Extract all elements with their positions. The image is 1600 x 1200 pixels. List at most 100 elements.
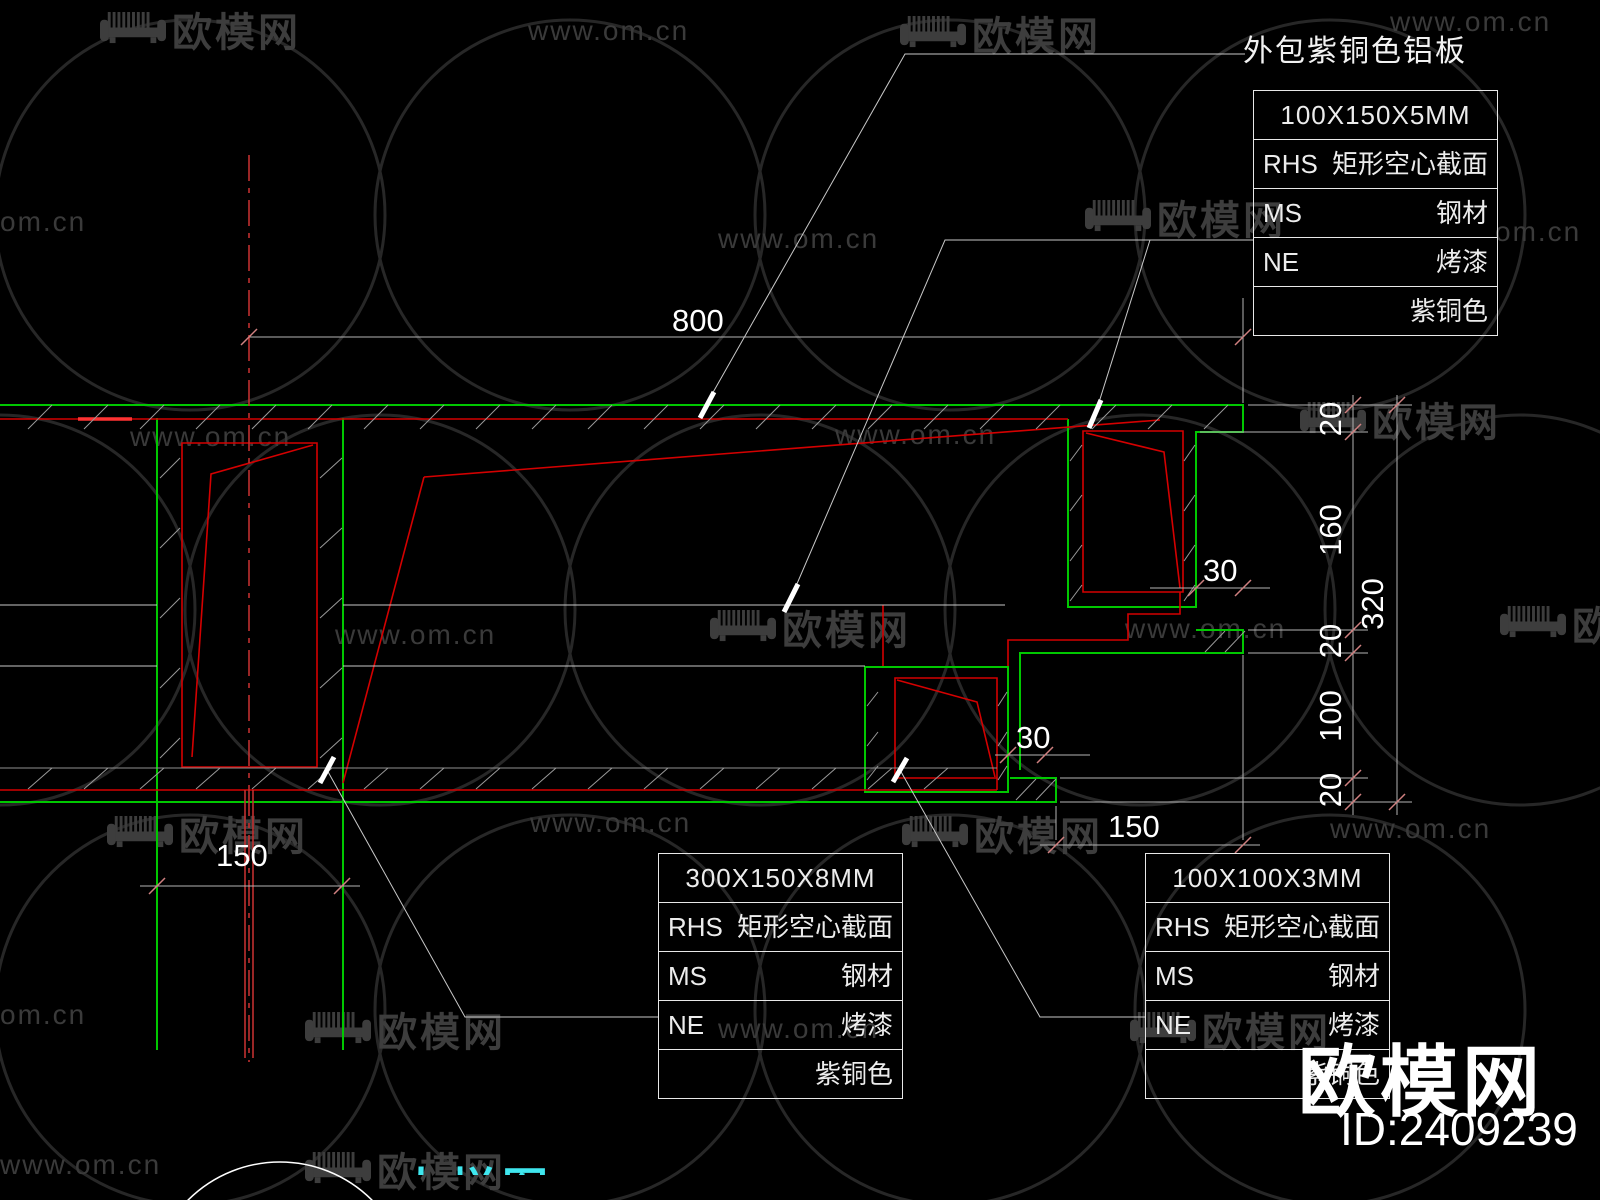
dim-chain-20a: 20 — [1313, 402, 1348, 436]
spec-row-color: 紫铜色 — [659, 1050, 902, 1098]
spec-cell: 矩形空心截面 — [1223, 912, 1380, 942]
watermark-logos: 欧模网欧模网欧模网欧模网欧模网欧模网欧模网欧模网欧模网欧模网欧模网www.om.… — [0, 6, 1600, 1195]
watermark-brand-text: 欧模网 — [377, 1011, 506, 1055]
dim-tick — [1344, 396, 1362, 414]
hatch-tick — [1147, 404, 1173, 430]
dim-total-320: 320 — [1355, 578, 1390, 630]
watermark-brand: 欧模网 — [710, 609, 911, 653]
watermark-brand-text: 欧模网 — [1372, 401, 1501, 445]
hatch-tick — [643, 404, 669, 430]
watermark-brand: 欧模网 — [1085, 199, 1283, 243]
structure-white — [0, 604, 1005, 769]
hatch-tick — [1069, 494, 1083, 512]
hatch-tick — [363, 767, 389, 790]
spec-cell: 钢材 — [1327, 961, 1380, 991]
hatch-tick — [997, 731, 1008, 747]
detail-bubble-arc — [187, 1161, 373, 1200]
watermark-url-text: www.om.cn — [1329, 813, 1491, 844]
dim-800: 800 — [672, 303, 724, 338]
hatch-tick — [755, 767, 781, 790]
spec-row-ne: NE 烤漆 — [659, 1001, 902, 1050]
annotation-label: 外包紫铜色铝板 — [1243, 35, 1467, 68]
hatch-tick — [475, 404, 501, 430]
watermark-url-text: www.om.cn — [529, 807, 691, 838]
hatch-tick — [923, 767, 949, 790]
hatch-tick — [1224, 630, 1246, 653]
drawing-title-text: 大样图 — [398, 1164, 554, 1175]
hatch-tick — [159, 527, 181, 549]
dim-chain-20b: 20 — [1313, 624, 1348, 658]
dim-tick — [148, 877, 166, 895]
dim-tick — [999, 746, 1017, 764]
dimension-texts: 800 150 150 30 30 20 160 20 100 20 320 — [216, 303, 1390, 873]
drawing-title-clipped: 大样图 — [398, 1154, 618, 1175]
dim-tick — [1344, 621, 1362, 639]
watermark-url-short: om.cn — [0, 206, 86, 237]
hatch-tick — [195, 404, 221, 430]
hatch-tick — [866, 691, 879, 707]
spec-row-color: 紫铜色 — [1146, 1050, 1389, 1098]
structure-red — [0, 155, 1184, 1062]
hatch-tick — [866, 765, 879, 781]
spec-cell: RHS — [1263, 149, 1318, 179]
hatch-tick — [419, 767, 445, 790]
spec-row-ne: NE 烤漆 — [1254, 238, 1497, 287]
hatch-tick — [699, 404, 725, 430]
hatch-tick — [159, 737, 181, 759]
hatch-tick — [83, 767, 109, 790]
dim-tick — [333, 877, 351, 895]
hatch-tick — [159, 457, 181, 479]
dim-tick — [1187, 579, 1205, 597]
watermark-brand: 欧模网 — [305, 1151, 503, 1195]
spec-cell: MS — [1263, 198, 1302, 228]
hatch-tick — [1203, 404, 1229, 430]
spec-row-rhs: RHS 矩形空心截面 — [659, 903, 902, 952]
hatch-tick — [1069, 444, 1083, 462]
watermark-brand: 欧模网 — [100, 11, 301, 55]
hatch-tick — [319, 597, 343, 619]
dim-tick — [1036, 746, 1054, 764]
hatch-tick — [319, 667, 343, 689]
hatch-tick — [1035, 778, 1057, 801]
watermark-circle — [183, 413, 577, 807]
hatch-tick — [419, 404, 445, 430]
watermark-url-text: www.om.cn — [1124, 613, 1286, 644]
spec-cell: MS — [1155, 961, 1194, 991]
spec-row-ms: MS 钢材 — [1254, 189, 1497, 238]
hatch-tick — [27, 767, 53, 790]
hatch-tick — [531, 767, 557, 790]
dim-tick — [1344, 793, 1362, 811]
site-id-text: ID:2409239 — [1340, 1103, 1578, 1155]
spec-cell: 烤漆 — [840, 1010, 893, 1040]
leader-arrow-dashes — [317, 390, 1104, 785]
watermark-url-short: om.cn — [1495, 216, 1581, 247]
spec-cell: NE — [668, 1010, 705, 1040]
watermark-brand: 欧模网 — [305, 1011, 506, 1055]
spec-cell: MS — [668, 961, 707, 991]
hatch-tick — [1204, 630, 1226, 653]
spec-cell: 烤漆 — [1435, 247, 1488, 277]
watermark-brand-text: 欧模网 — [972, 15, 1101, 59]
spec-cell: 钢材 — [1435, 198, 1488, 228]
hatch-tick — [27, 404, 53, 430]
hatch-tick — [139, 767, 165, 790]
spec-header: 300X150X8MM — [659, 854, 902, 903]
spec-table-100x100x3: 100X100X3MM RHS 矩形空心截面 MS 钢材 NE 烤漆 紫铜色 — [1145, 853, 1390, 1099]
spec-table-300x150x8: 300X150X8MM RHS 矩形空心截面 MS 钢材 NE 烤漆 紫铜色 — [658, 853, 903, 1099]
dim-150-left: 150 — [216, 838, 268, 873]
spec-cell: RHS — [1155, 912, 1210, 942]
watermark-circle — [0, 18, 387, 412]
watermark-brand-text: 欧模网 — [172, 11, 301, 55]
watermark-circle — [1323, 413, 1600, 807]
hatch-tick — [1183, 444, 1196, 462]
hatch-tick — [811, 767, 837, 790]
watermark-brand: 欧模网 — [900, 15, 1101, 59]
hatch-tick — [997, 691, 1008, 707]
watermark-circle — [373, 813, 767, 1200]
watermark-brand-text: 欧模网 — [782, 609, 911, 653]
spec-row-rhs: RHS 矩形空心截面 — [1254, 140, 1497, 189]
spec-row-ms: MS 钢材 — [1146, 952, 1389, 1001]
hatch-tick — [531, 404, 557, 430]
watermark-brand: 欧模网 — [1130, 1011, 1328, 1055]
hatch-tick — [811, 404, 837, 430]
